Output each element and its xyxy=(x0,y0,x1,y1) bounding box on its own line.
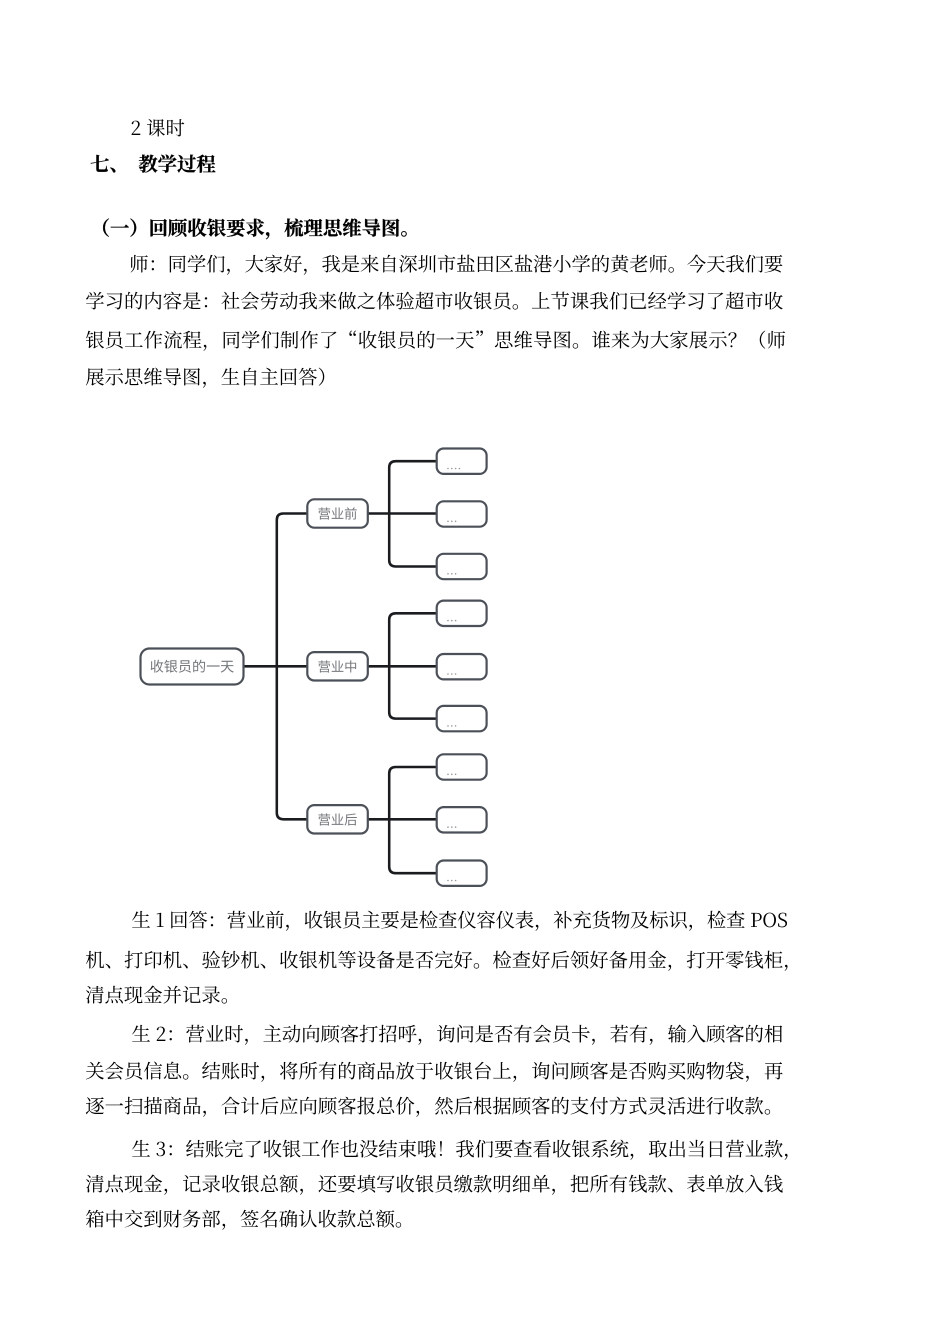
svg-text:营业后: 营业后 xyxy=(318,810,358,829)
svg-text:收银员的一天: 收银员的一天 xyxy=(150,657,235,677)
svg-text:营业中: 营业中 xyxy=(318,657,358,676)
svg-text:营业前: 营业前 xyxy=(318,504,358,523)
